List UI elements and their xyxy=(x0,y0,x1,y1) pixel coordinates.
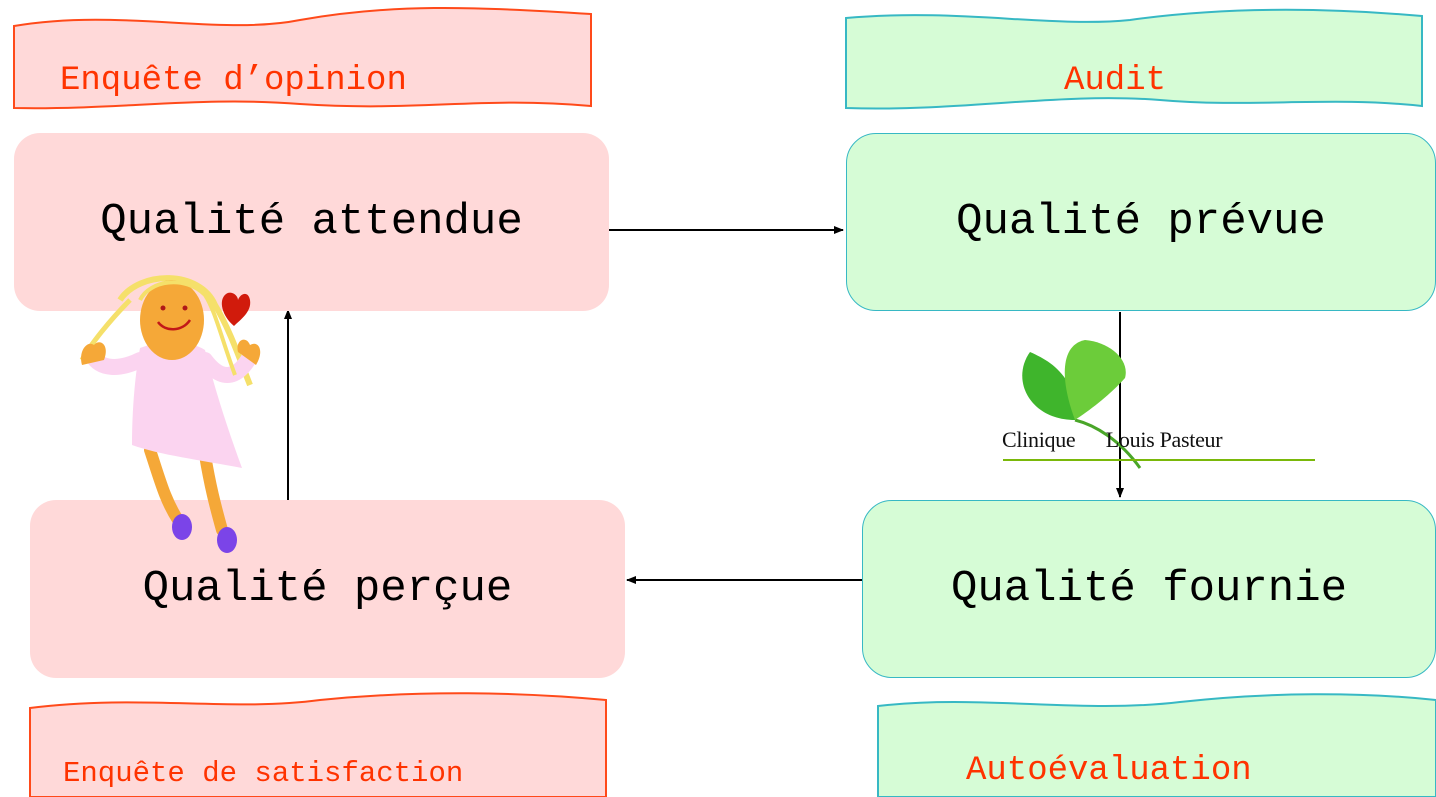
box-provided-label: Qualité fournie xyxy=(950,564,1348,614)
flag-label-audit: Audit xyxy=(1064,62,1167,100)
logo-underline xyxy=(1003,459,1315,461)
flag-label-self-assessment: Autoévaluation xyxy=(966,752,1252,790)
flag-label-satisfaction-survey: Enquête de satisfaction xyxy=(63,757,464,790)
flag-label-opinion-survey: Enquête d’opinion xyxy=(60,62,407,100)
banner-top-left xyxy=(13,6,592,110)
box-provided-quality: Qualité fournie xyxy=(862,500,1436,678)
box-expected-quality: Qualité attendue xyxy=(14,133,609,311)
box-perceived-label: Qualité perçue xyxy=(142,564,513,614)
clinic-logo-text: Clinique Louis Pasteur xyxy=(1002,427,1223,452)
box-planned-label: Qualité prévue xyxy=(956,197,1326,247)
box-expected-label: Qualité attendue xyxy=(100,197,523,247)
banner-bottom-left xyxy=(29,692,607,797)
box-planned-quality: Qualité prévue xyxy=(846,133,1436,311)
banner-bottom-right xyxy=(877,693,1436,797)
banner-top-right xyxy=(845,8,1423,110)
box-perceived-quality: Qualité perçue xyxy=(30,500,625,678)
